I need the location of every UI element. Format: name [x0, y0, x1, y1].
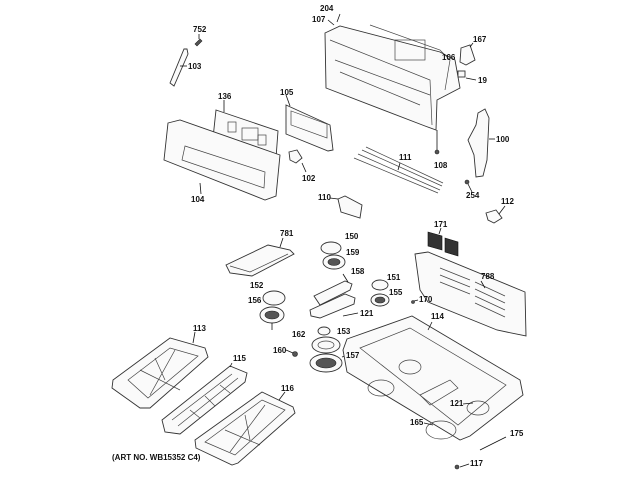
part-105-control-board	[285, 94, 334, 152]
part-788-backsplash	[414, 251, 527, 337]
part-112-bracket	[485, 205, 506, 224]
label-112: 112	[501, 197, 514, 206]
label-136: 136	[218, 92, 232, 101]
label-160: 160	[273, 346, 287, 355]
part-159-burner-head	[322, 254, 346, 270]
part-175-rod	[479, 436, 507, 451]
label-152: 152	[250, 281, 264, 290]
label-171: 171	[434, 220, 448, 229]
part-100-side-trim	[467, 108, 495, 178]
label-150: 150	[345, 232, 359, 241]
part-155-burner-head	[370, 293, 390, 307]
part-158-oval-burner	[309, 273, 356, 319]
label-110: 110	[318, 193, 331, 202]
part-113-grate	[111, 331, 209, 409]
label-165: 165	[410, 418, 424, 427]
part-254-screw	[464, 179, 473, 193]
label-167: 167	[473, 35, 487, 44]
label-106: 106	[442, 53, 456, 62]
part-151-burner-cap	[371, 279, 389, 291]
part-115-grate	[161, 362, 248, 435]
part-752-screw	[194, 34, 203, 47]
label-157: 157	[346, 351, 360, 360]
part-167-bracket	[459, 42, 476, 66]
label-105: 105	[280, 88, 294, 97]
label-114: 114	[431, 312, 444, 321]
label-788: 788	[481, 272, 495, 281]
part-104-control-panel	[163, 119, 281, 201]
part-160-screw	[285, 349, 298, 357]
label-108: 108	[434, 161, 448, 170]
part-153-cap	[317, 326, 331, 336]
part-116-grate	[194, 391, 296, 466]
label-100: 100	[496, 135, 510, 144]
label-121: 121	[360, 309, 374, 318]
part-106-backguard	[324, 24, 461, 150]
part-108-screw	[434, 149, 440, 155]
art-number: (ART NO. WB15352 C4)	[112, 453, 201, 462]
label-752: 752	[193, 25, 207, 34]
part-165-cap	[423, 422, 434, 426]
label-121-b: 121	[450, 399, 464, 408]
label-116: 116	[281, 384, 294, 393]
part-102-switch	[288, 149, 307, 173]
part-171-vent-grilles	[427, 227, 459, 257]
part-19-clip	[457, 70, 477, 81]
label-115: 115	[233, 354, 246, 363]
label-254: 254	[466, 191, 480, 200]
part-150-burner-cap	[320, 241, 342, 255]
label-19: 19	[478, 76, 487, 85]
part-103-rod	[169, 48, 189, 87]
part-781-griddle	[225, 237, 295, 277]
part-157-burner-head	[309, 353, 346, 373]
label-102: 102	[302, 174, 316, 183]
part-117-screw	[454, 463, 470, 470]
label-156: 156	[248, 296, 262, 305]
label-113: 113	[193, 324, 206, 333]
part-111-wire-harness	[353, 146, 444, 194]
label-117: 117	[470, 459, 483, 468]
label-158: 158	[351, 267, 365, 276]
label-204: 204	[320, 4, 334, 13]
label-781: 781	[280, 229, 294, 238]
part-121-screw-b	[462, 402, 474, 405]
label-162: 162	[292, 330, 306, 339]
part-162-burner-base	[311, 336, 341, 354]
part-156-burner-head	[259, 306, 285, 330]
label-155: 155	[389, 288, 403, 297]
part-110-spark-module	[329, 195, 363, 219]
part-170-screw	[411, 299, 419, 304]
label-175: 175	[510, 429, 524, 438]
label-111: 111	[399, 153, 412, 162]
part-152-burner-cap	[262, 290, 286, 306]
label-170: 170	[419, 295, 433, 304]
label-103: 103	[188, 62, 202, 71]
part-121-screw	[342, 312, 359, 317]
label-107: 107	[312, 15, 326, 24]
part-114-cooktop	[342, 315, 524, 441]
label-159: 159	[346, 248, 360, 257]
label-104: 104	[191, 195, 205, 204]
label-153: 153	[337, 327, 351, 336]
label-151: 151	[387, 273, 401, 282]
